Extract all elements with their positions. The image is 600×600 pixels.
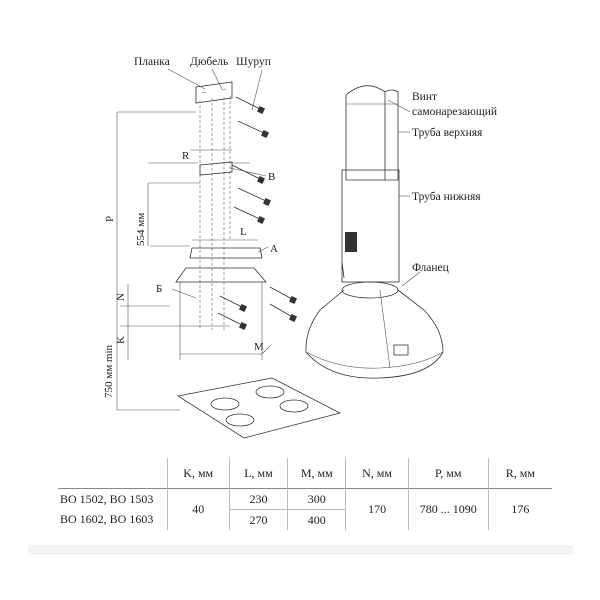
dim-a: A	[270, 243, 278, 255]
header-model	[58, 458, 167, 489]
lower-chimney	[341, 169, 400, 283]
header-l: L, мм	[228, 458, 288, 489]
m-cell: 400	[287, 509, 346, 530]
label-flanec: Фланец	[412, 262, 449, 274]
dim-m: M	[254, 341, 264, 353]
header-n: N, мм	[345, 458, 409, 489]
upper-chimney	[345, 85, 399, 181]
l-cell: 230	[228, 488, 288, 510]
dim-l: L	[240, 226, 247, 238]
table-row: BO 1602, BO 1603 270 400	[58, 509, 552, 530]
table-row: BO 1502, BO 1503 40 230 300 170 780 ... …	[58, 488, 552, 530]
header-k: K, мм	[166, 458, 230, 489]
dim-b-cyr: Б	[156, 283, 162, 295]
l-cell: 270	[228, 509, 288, 530]
header-m: M, мм	[287, 458, 346, 489]
dim-b: B	[268, 171, 275, 183]
header-p: P, мм	[407, 458, 489, 489]
label-planka: Планка	[134, 56, 170, 68]
label-dubel: Дюбель	[190, 56, 228, 68]
label-shurup: Шуруп	[236, 56, 271, 68]
label-truba-nizh: Труба нижняя	[412, 191, 481, 203]
label-vint-1: Винт	[412, 91, 437, 103]
mounting-bar	[195, 81, 233, 104]
model-cell: BO 1502, BO 1503	[58, 488, 168, 510]
dowel-screws	[217, 96, 297, 330]
footer-bar	[28, 545, 573, 555]
dim-r: R	[182, 150, 190, 162]
k-cell: 40	[166, 488, 230, 530]
label-vint-2: самонарезающий	[412, 106, 497, 118]
m-cell: 300	[287, 488, 346, 510]
r-cell: 176	[487, 488, 552, 530]
dim-554: 554 мм	[135, 213, 147, 246]
model-cell: BO 1602, BO 1603	[60, 512, 154, 527]
n-cell: 170	[345, 488, 409, 530]
dim-k: K	[115, 336, 127, 344]
cooktop	[176, 377, 342, 439]
dim-p: P	[104, 216, 116, 222]
header-r: R, мм	[487, 458, 552, 489]
dim-n: N	[115, 293, 127, 301]
spec-table: K, мм L, мм M, мм N, мм P, мм R, мм BO 1…	[58, 458, 552, 530]
dim-750: 750 мм min	[103, 344, 115, 398]
hood-canopy	[305, 261, 444, 379]
label-truba-verh: Труба верхняя	[412, 127, 483, 139]
p-cell: 780 ... 1090	[407, 488, 489, 530]
